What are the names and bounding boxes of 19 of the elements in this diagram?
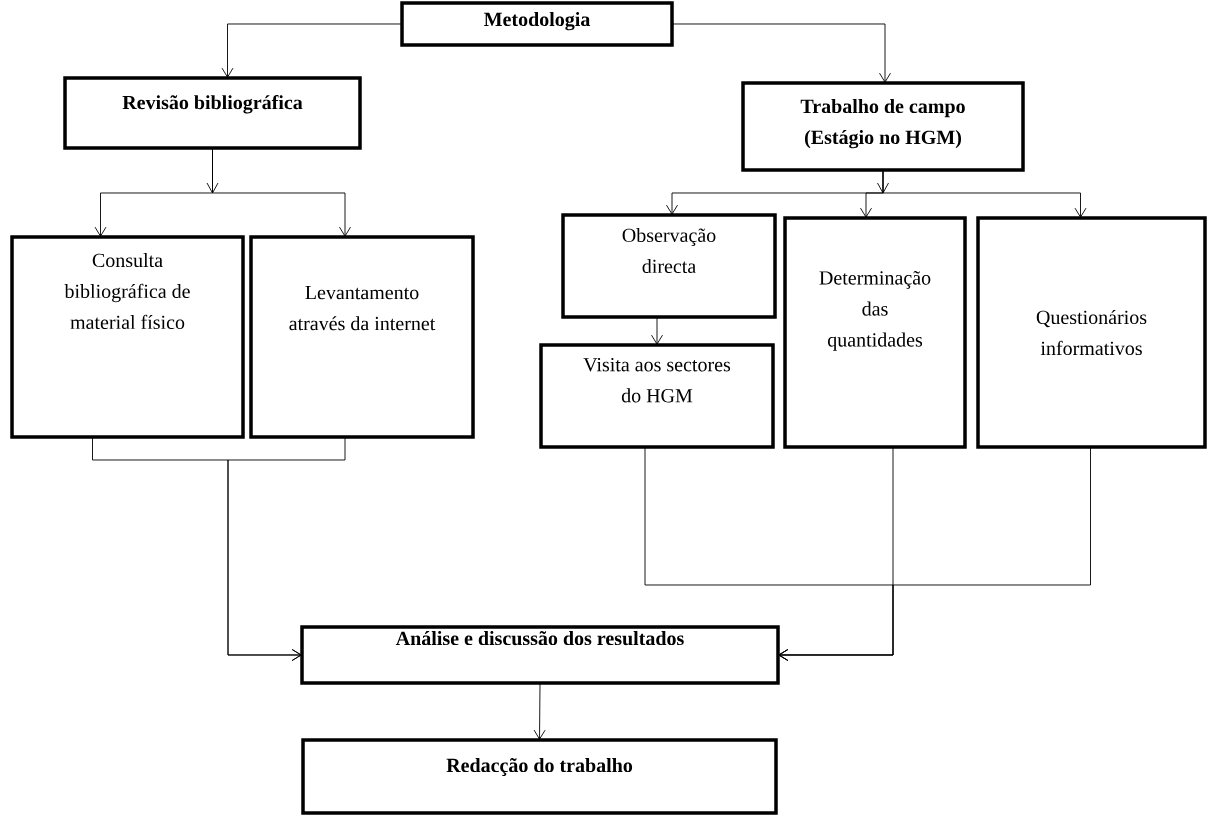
process-box: Redacção do trabalho [301, 738, 778, 815]
process-box: Revisão bibliográfica [63, 76, 362, 150]
arrow [533, 682, 546, 740]
arrow [882, 169, 1087, 218]
arrow [778, 446, 1091, 661]
arrow [221, 23, 403, 78]
process-box: Trabalho de campo (Estágio no HGM) [741, 81, 1025, 172]
arrow [651, 316, 663, 345]
arrow [671, 23, 891, 83]
process-box: Metodologia [400, 1, 674, 47]
process-box: Questionários informativos [976, 216, 1207, 449]
process-box: Determinação das quantidades [783, 216, 967, 449]
process-box: Levantamento através da internet [249, 235, 475, 439]
arrow [227, 436, 346, 661]
process-box: Visita aos sectores do HGM [539, 343, 775, 449]
process-box: Consulta bibliográfica de material físico [10, 235, 245, 439]
arrow [212, 147, 351, 237]
process-box: Análise e discussão dos resultados [300, 625, 780, 685]
process-box: Observação directa [561, 213, 777, 319]
